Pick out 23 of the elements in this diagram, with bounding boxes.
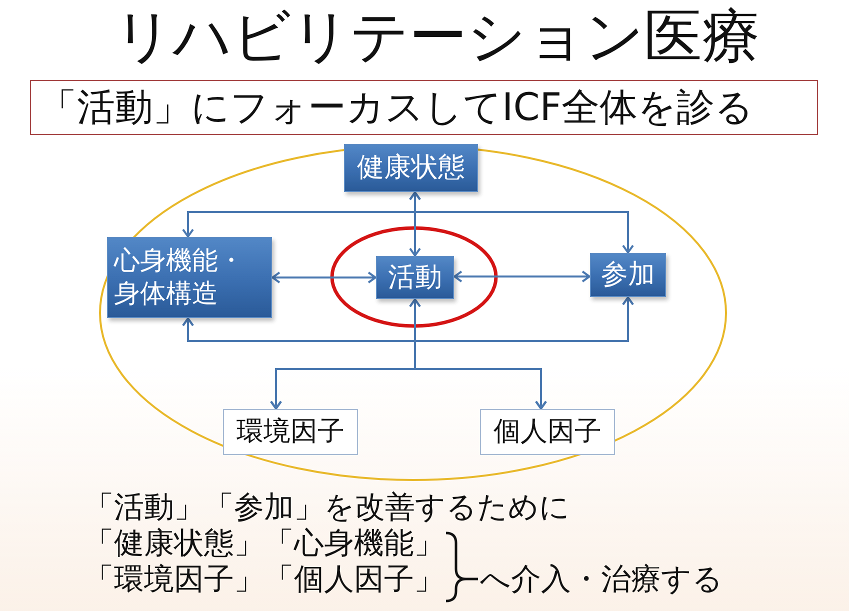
subtitle-frame [30,80,818,135]
box-label: 心身機能・身体構造 [114,245,245,310]
box-label: 参加 [601,258,655,292]
process-box [376,256,454,299]
note-text: 「健康状態」「心身機能」 [84,526,444,562]
double-arrow [272,272,376,284]
note-text: 「活動」「参加」を改善するために [84,490,570,526]
factor-box [223,409,358,455]
factor-box [480,409,615,455]
process-box [107,237,272,318]
slide-title: リハビリテーション医療 [113,1,761,72]
double-arrow [414,296,634,410]
double-arrow [454,270,590,282]
note-text: へ介入・治療する [480,562,723,598]
box-label: 「活動」にフォーカスしてICF全体を診る [39,84,754,131]
process-box [344,144,478,192]
box-label: 健康状態 [357,151,465,185]
box-label: 活動 [388,260,442,294]
box-label: 個人因子 [494,415,602,449]
note-text: 「環境因子」「個人因子」 [84,562,444,598]
box-label: 環境因子 [236,415,344,449]
process-box [590,253,666,297]
double-arrow [409,192,634,254]
